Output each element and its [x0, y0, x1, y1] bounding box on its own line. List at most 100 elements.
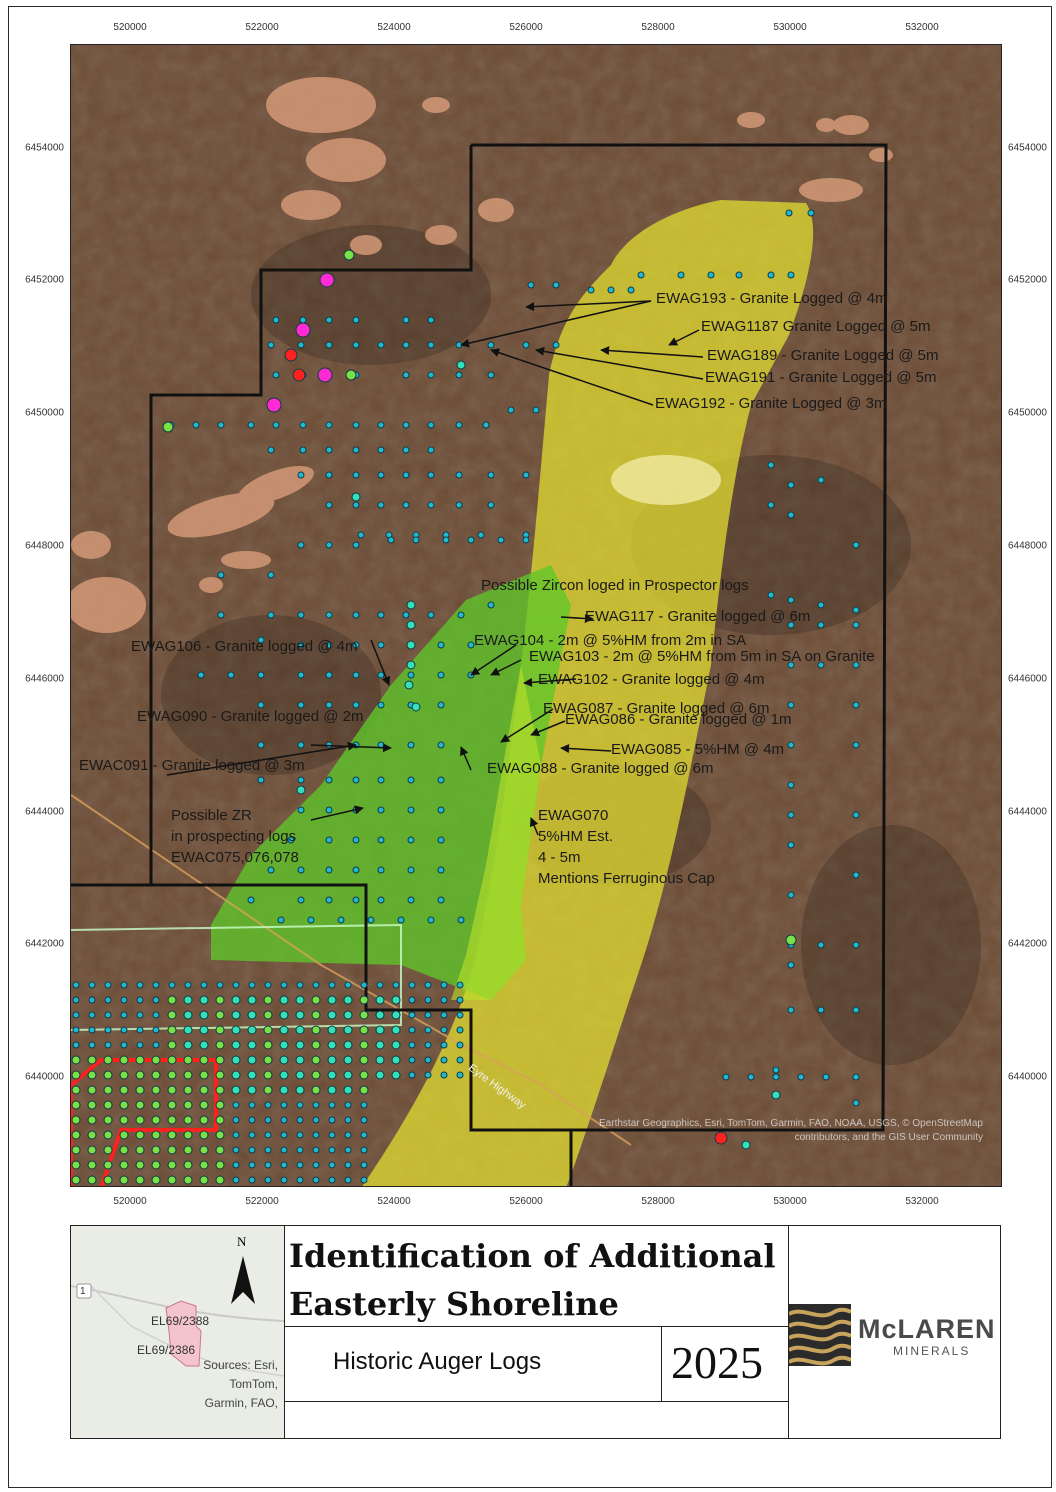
drill-hole[interactable] [103, 1130, 113, 1140]
drill-hole[interactable] [280, 1146, 288, 1154]
drill-hole[interactable] [852, 811, 860, 819]
drill-hole[interactable] [455, 371, 463, 379]
drill-hole[interactable] [817, 941, 825, 949]
drill-hole[interactable] [852, 941, 860, 949]
drill-hole[interactable] [325, 866, 333, 874]
drill-hole[interactable] [327, 1025, 337, 1035]
drill-hole[interactable] [248, 1116, 256, 1124]
drill-hole[interactable] [377, 446, 385, 454]
drill-hole[interactable] [199, 1085, 209, 1095]
drill-hole[interactable] [402, 371, 410, 379]
drill-hole[interactable] [407, 836, 415, 844]
drill-hole[interactable] [343, 1040, 353, 1050]
drill-hole[interactable] [787, 701, 795, 709]
drill-hole[interactable] [247, 1010, 257, 1020]
drill-hole[interactable] [344, 1131, 352, 1139]
drill-hole[interactable] [424, 1026, 432, 1034]
drill-hole[interactable] [852, 701, 860, 709]
drill-hole[interactable] [456, 996, 464, 1004]
drill-hole[interactable] [152, 996, 160, 1004]
drill-hole[interactable] [120, 1026, 128, 1034]
drill-hole[interactable] [199, 1145, 209, 1155]
drill-hole[interactable] [152, 1041, 160, 1049]
drill-hole[interactable] [104, 1011, 112, 1019]
drill-hole[interactable] [217, 421, 225, 429]
drill-hole[interactable] [264, 1176, 272, 1184]
drill-hole[interactable] [119, 1100, 129, 1110]
drill-hole[interactable] [72, 1011, 80, 1019]
drill-hole[interactable] [296, 981, 304, 989]
drill-hole[interactable] [167, 1055, 177, 1065]
drill-hole[interactable] [231, 1055, 241, 1065]
drill-hole[interactable] [272, 421, 280, 429]
drill-hole[interactable] [183, 995, 193, 1005]
drill-hole[interactable] [71, 1100, 81, 1110]
drill-hole[interactable] [312, 981, 320, 989]
drill-hole[interactable] [192, 421, 200, 429]
drill-hole[interactable] [352, 341, 360, 349]
drill-hole[interactable] [407, 741, 415, 749]
drill-hole[interactable] [437, 806, 445, 814]
drill-hole[interactable] [467, 641, 475, 649]
drill-hole[interactable] [377, 806, 385, 814]
drill-hole[interactable] [787, 1006, 795, 1014]
drill-hole[interactable] [152, 1026, 160, 1034]
drill-hole[interactable] [767, 271, 775, 279]
drill-hole[interactable] [197, 671, 205, 679]
drill-hole[interactable] [296, 1116, 304, 1124]
drill-hole[interactable] [135, 1055, 145, 1065]
drill-hole[interactable] [215, 1145, 225, 1155]
drill-hole[interactable] [377, 866, 385, 874]
drill-hole[interactable] [296, 1161, 304, 1169]
drill-hole[interactable] [328, 1101, 336, 1109]
drill-hole[interactable] [785, 209, 793, 217]
drill-hole[interactable] [407, 806, 415, 814]
drill-hole[interactable] [295, 1070, 305, 1080]
drill-hole[interactable] [103, 1055, 113, 1065]
drill-hole[interactable] [817, 601, 825, 609]
drill-hole[interactable] [406, 620, 416, 630]
drill-hole[interactable] [787, 741, 795, 749]
drill-hole[interactable] [280, 1131, 288, 1139]
drill-hole[interactable] [71, 1085, 81, 1095]
drill-hole[interactable] [344, 1176, 352, 1184]
drill-hole[interactable] [287, 836, 295, 844]
drill-hole[interactable] [375, 1055, 385, 1065]
drill-hole[interactable] [391, 1040, 401, 1050]
drill-hole[interactable] [247, 1055, 257, 1065]
drill-hole[interactable] [359, 1055, 369, 1065]
drill-hole[interactable] [359, 995, 369, 1005]
map-frame[interactable]: EWAG193 - Granite Logged @ 4m EWAG1187 G… [70, 44, 1002, 1187]
drill-hole[interactable] [215, 1040, 225, 1050]
drill-hole[interactable] [199, 1175, 209, 1185]
drill-hole[interactable] [328, 1146, 336, 1154]
drill-hole[interactable] [231, 1010, 241, 1020]
drill-hole[interactable] [87, 1145, 97, 1155]
drill-hole[interactable] [817, 661, 825, 669]
drill-hole[interactable] [427, 341, 435, 349]
drill-hole[interactable] [296, 1176, 304, 1184]
drill-hole[interactable] [360, 981, 368, 989]
drill-hole[interactable] [136, 981, 144, 989]
drill-hole[interactable] [71, 1145, 81, 1155]
drill-hole[interactable] [72, 981, 80, 989]
drill-hole[interactable] [199, 1070, 209, 1080]
drill-hole[interactable] [487, 341, 495, 349]
drill-hole[interactable] [119, 1130, 129, 1140]
drill-hole[interactable] [311, 1010, 321, 1020]
drill-hole[interactable] [307, 916, 315, 924]
drill-hole[interactable] [232, 1176, 240, 1184]
drill-hole[interactable] [456, 1011, 464, 1019]
drill-hole[interactable] [456, 1071, 464, 1079]
drill-hole[interactable] [71, 1055, 81, 1065]
drill-hole[interactable] [377, 836, 385, 844]
drill-hole[interactable] [264, 981, 272, 989]
drill-hole[interactable] [266, 397, 282, 413]
drill-hole[interactable] [312, 1161, 320, 1169]
drill-hole[interactable] [72, 996, 80, 1004]
drill-hole[interactable] [552, 341, 560, 349]
drill-hole[interactable] [247, 1025, 257, 1035]
drill-hole[interactable] [103, 1115, 113, 1125]
drill-hole[interactable] [411, 702, 421, 712]
drill-hole[interactable] [852, 1099, 860, 1107]
